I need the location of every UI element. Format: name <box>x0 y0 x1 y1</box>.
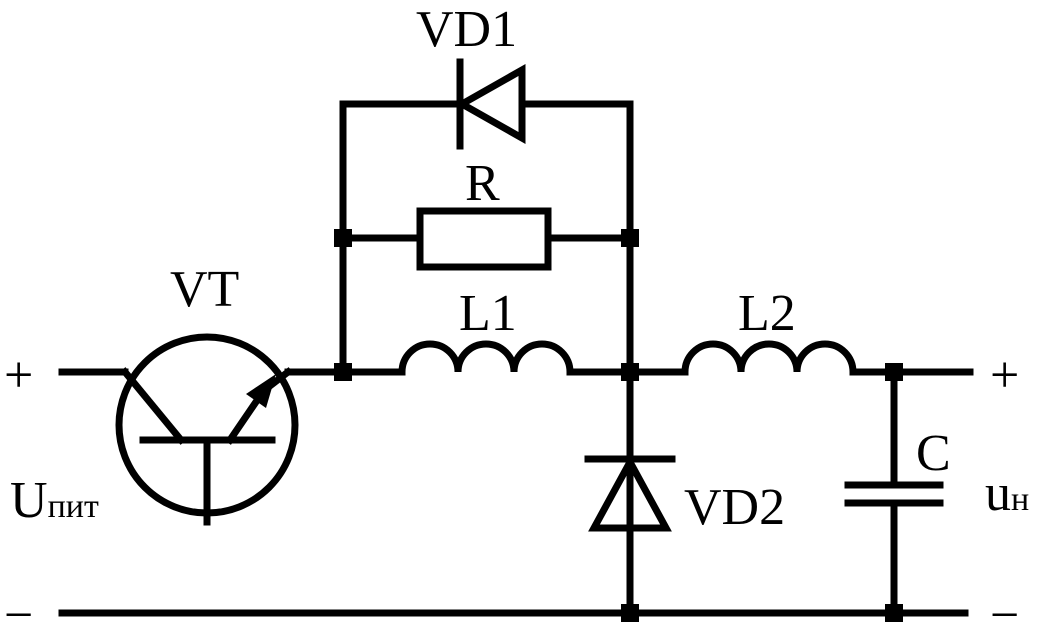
transistor-collector <box>120 367 186 445</box>
transistor-emitter <box>225 391 265 445</box>
junction-right-r <box>621 229 639 247</box>
diode-vd1 <box>454 58 526 150</box>
label-vt: VT <box>170 261 239 318</box>
label-load-sub: н <box>1011 481 1029 518</box>
junction-left-r <box>334 229 352 247</box>
inductor-l2 <box>681 340 857 376</box>
capacitor-c <box>844 368 944 617</box>
label-supply-sub: пит <box>48 488 99 525</box>
label-r: R <box>465 155 500 212</box>
diode-vd1-triangle <box>454 63 526 145</box>
label-supply-main: U <box>10 472 48 529</box>
label-output-minus: − <box>990 587 1019 624</box>
label-c: C <box>916 425 951 482</box>
junction-node-a <box>334 363 352 381</box>
junction-node-b <box>621 363 639 381</box>
resistor-r <box>416 207 552 271</box>
transistor-emitter-link <box>257 367 293 397</box>
label-l1: L1 <box>459 285 517 342</box>
label-input-plus: + <box>4 347 33 404</box>
label-supply-voltage: Uпит <box>10 472 99 529</box>
inductor-l1 <box>398 340 574 376</box>
label-load-voltage: uн <box>985 465 1029 522</box>
label-vd2: VD2 <box>684 479 785 536</box>
junction-ground-vd2 <box>621 604 639 622</box>
transistor-vt <box>115 333 299 526</box>
label-output-plus: + <box>990 347 1019 404</box>
label-load-main: u <box>985 465 1011 522</box>
label-l2: L2 <box>738 285 796 342</box>
diode-vd2-triangle <box>588 454 672 532</box>
junction-output <box>885 363 903 381</box>
junction-ground-c <box>885 604 903 622</box>
diode-vd2 <box>584 454 676 532</box>
label-vd1: VD1 <box>416 1 517 58</box>
label-input-minus: − <box>4 587 33 624</box>
